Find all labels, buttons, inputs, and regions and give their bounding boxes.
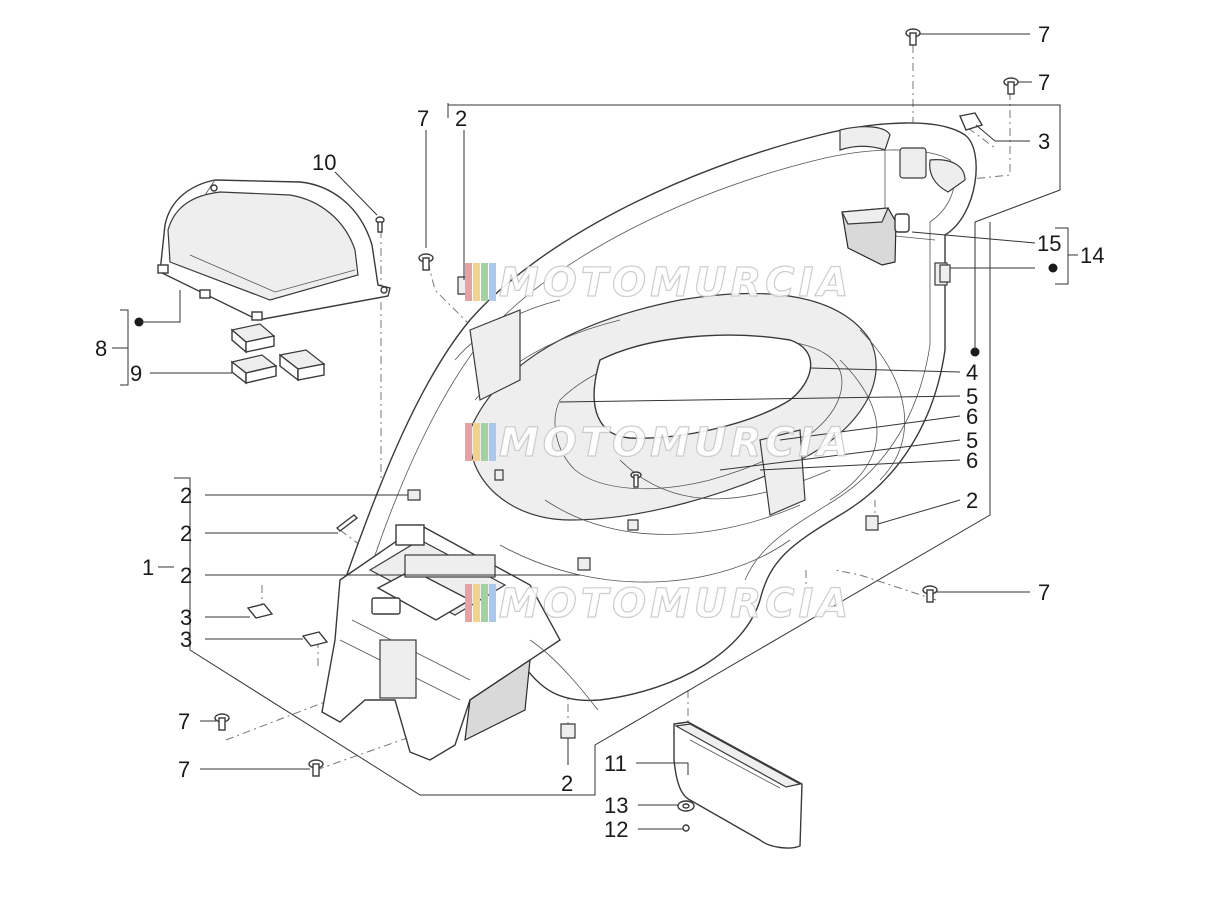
callout-2: 2 (180, 483, 192, 508)
screw-center (630, 471, 642, 488)
callout-12: 12 (604, 817, 628, 842)
callout-7: 7 (1038, 22, 1050, 47)
screw-7-bl2 (308, 759, 324, 777)
screw-7-upper (1003, 77, 1019, 95)
callout-7: 7 (417, 106, 429, 131)
callout-7: 7 (1038, 70, 1050, 95)
screw-7-right (922, 585, 938, 603)
leader-lines (112, 33, 1078, 830)
callout-13: 13 (604, 793, 628, 818)
watermark: MOTOMURCIA MOTOMURCIA MOTOMURCIA (465, 259, 852, 628)
connector-socket (841, 207, 948, 286)
callout-5: 5 (966, 428, 978, 453)
hardware (134, 28, 1058, 832)
screw-10 (375, 216, 385, 233)
callout-3: 3 (1038, 129, 1050, 154)
watermark-text: MOTOMURCIA (499, 260, 852, 306)
callout-9: 9 (130, 361, 142, 386)
side-cover-panel (673, 721, 803, 849)
callout-10: 10 (312, 150, 336, 175)
callout-1: 1 (142, 555, 154, 580)
callout-4: 4 (966, 360, 978, 385)
callout-6: 6 (966, 448, 978, 473)
callouts: 7 7 3 7 2 10 15 14 8 9 4 5 6 5 6 2 2 2 1… (95, 22, 1104, 842)
callout-2: 2 (966, 488, 978, 513)
tool-kit-cover (157, 179, 391, 321)
foam-pads (230, 323, 326, 385)
callout-2: 2 (180, 521, 192, 546)
callout-2: 2 (561, 771, 573, 796)
screw-7-top (905, 28, 921, 46)
callout-7: 7 (1038, 580, 1050, 605)
rear-body-shell (344, 122, 977, 702)
callout-8: 8 (95, 336, 107, 361)
watermark-text: MOTOMURCIA (499, 420, 852, 466)
screw-7-bl (214, 713, 230, 731)
callout-6: 6 (966, 404, 978, 429)
screw-7-left (418, 253, 434, 271)
callout-7: 7 (178, 709, 190, 734)
watermark-text: MOTOMURCIA (499, 581, 852, 627)
callout-3: 3 (180, 605, 192, 630)
callout-15: 15 (1037, 231, 1061, 256)
callout-5: 5 (966, 384, 978, 409)
callout-2: 2 (180, 563, 192, 588)
callout-7: 7 (178, 757, 190, 782)
callout-11: 11 (604, 751, 627, 776)
callout-3: 3 (180, 627, 192, 652)
callout-14: 14 (1080, 243, 1104, 268)
callout-2: 2 (455, 106, 467, 131)
